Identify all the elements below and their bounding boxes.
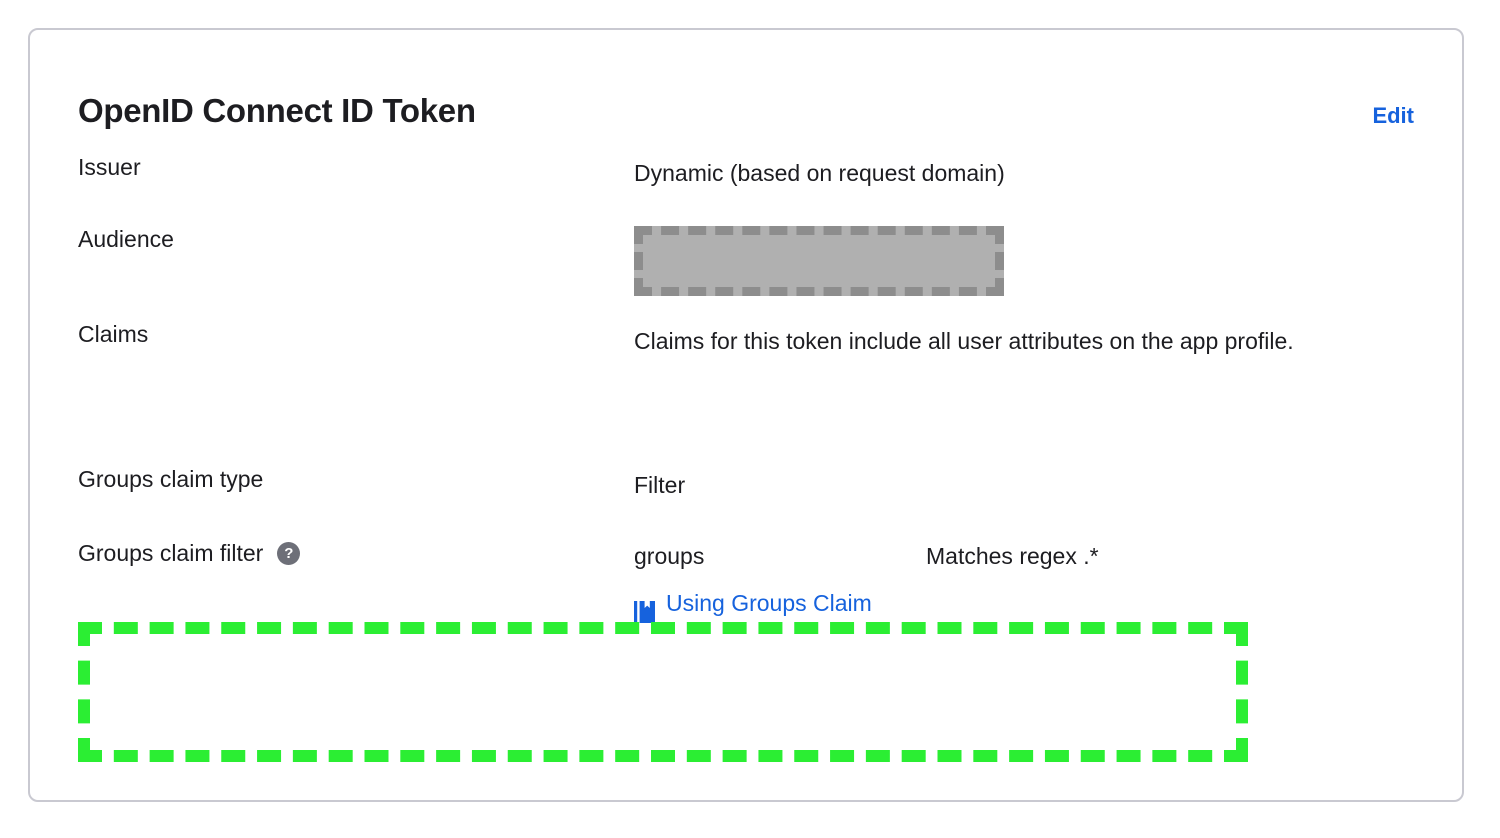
edit-button[interactable]: Edit <box>1372 103 1414 128</box>
page-title: OpenID Connect ID Token <box>78 92 476 129</box>
issuer-value: Dynamic (based on request domain) <box>634 160 1005 186</box>
using-groups-claim-link[interactable]: Using Groups Claim <box>666 590 872 616</box>
detail-row-audience: Audience <box>30 222 1462 317</box>
groups-claim-filter-label-text: Groups claim filter <box>78 540 264 566</box>
groups-claim-type-value: Filter <box>634 472 686 498</box>
issuer-label: Issuer <box>78 150 634 184</box>
detail-row-groups-claim-type: Groups claim type Filter <box>30 462 1462 536</box>
audience-value <box>634 222 1414 296</box>
detail-row-issuer: Issuer Dynamic (based on request domain) <box>30 150 1462 222</box>
groups-claim-type-label-text: Groups claim type <box>78 466 264 492</box>
detail-row-claims: Claims Claims for this token include all… <box>30 317 1462 462</box>
groups-claim-filter-name: groups <box>634 543 705 569</box>
groups-claim-filter-match-rule: Matches regex .* <box>926 543 1099 569</box>
claims-label: Claims <box>78 317 634 351</box>
claims-label-text: Claims <box>78 321 149 347</box>
groups-claim-filter-value: groups Matches regex .* Using Groups Cla… <box>634 536 1414 626</box>
groups-claim-filter-label: Groups claim filter ? <box>78 536 634 570</box>
redaction-block <box>634 226 1004 296</box>
audience-label-text: Audience <box>78 226 174 252</box>
card-header: OpenID Connect ID Token Edit <box>30 30 1462 150</box>
groups-claim-doc-link-row: Using Groups Claim <box>634 580 1414 626</box>
detail-row-groups-claim-filter: Groups claim filter ? groups Matches reg… <box>30 536 1462 656</box>
audience-label: Audience <box>78 222 634 256</box>
claims-value: Claims for this token include all user a… <box>634 328 1294 354</box>
book-icon <box>634 592 655 623</box>
help-icon[interactable]: ? <box>277 541 301 565</box>
openid-connect-id-token-card: OpenID Connect ID Token Edit Issuer Dyna… <box>28 28 1464 802</box>
groups-claim-filter-line: groups Matches regex .* <box>634 536 1414 576</box>
groups-claim-type-label: Groups claim type <box>78 462 634 496</box>
issuer-label-text: Issuer <box>78 154 141 180</box>
token-detail-list: Issuer Dynamic (based on request domain)… <box>30 150 1462 656</box>
